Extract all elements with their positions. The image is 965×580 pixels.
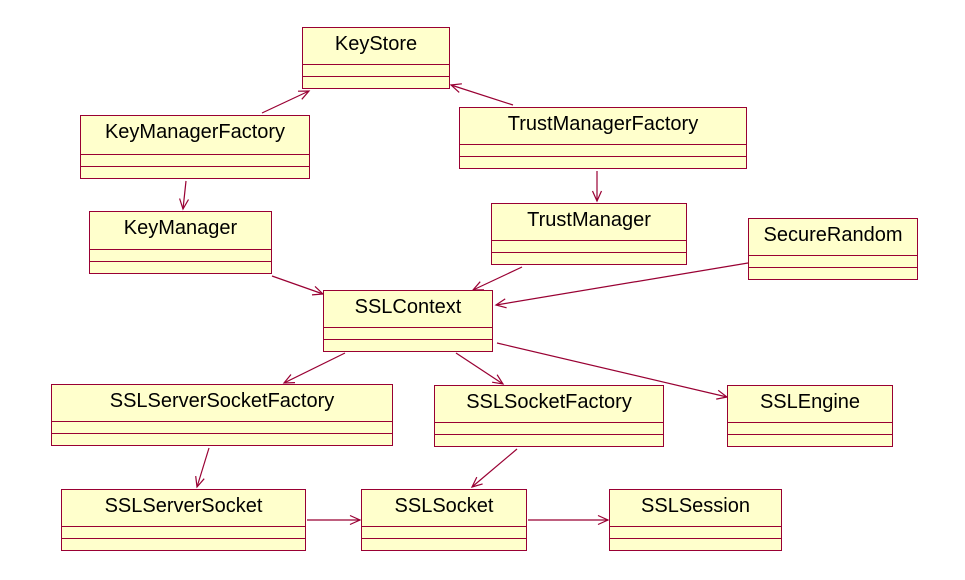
arrowhead-icon — [179, 198, 190, 211]
association-line — [450, 84, 514, 106]
class-sslsocket: SSLSocket — [361, 489, 527, 551]
class-name: SSLServerSocket — [104, 495, 263, 517]
operations-compartment — [90, 261, 271, 273]
association-line — [471, 448, 518, 488]
class-name: SSLSocketFactory — [466, 391, 632, 413]
arrowhead-icon — [297, 90, 311, 100]
operations-compartment — [492, 252, 686, 264]
attributes-compartment — [81, 154, 309, 166]
association-line — [271, 275, 324, 295]
operations-compartment — [749, 267, 917, 279]
operations-compartment — [52, 433, 392, 445]
attributes-compartment — [324, 327, 492, 339]
attributes-compartment — [62, 526, 305, 538]
operations-compartment — [435, 434, 663, 446]
class-name: TrustManagerFactory — [507, 113, 699, 135]
attributes-compartment — [90, 249, 271, 261]
association-sslcontext-to-sslserversocketfactory — [282, 352, 346, 384]
class-keymanagerfactory: KeyManagerFactory — [80, 115, 310, 179]
arrowhead-icon — [349, 514, 362, 526]
association-line — [182, 180, 187, 210]
operations-compartment — [81, 166, 309, 178]
association-line — [196, 447, 210, 488]
attributes-compartment — [303, 64, 449, 76]
attributes-compartment — [362, 526, 526, 538]
association-keymanagerfactory-to-keystore — [261, 90, 311, 114]
operations-compartment — [728, 434, 892, 446]
operations-compartment — [610, 538, 781, 550]
arrowhead-icon — [470, 476, 483, 488]
association-line — [495, 262, 749, 306]
class-name: SSLContext — [354, 296, 462, 318]
class-keystore: KeyStore — [302, 27, 450, 89]
association-securerandom-to-sslcontext — [494, 262, 749, 309]
arrowhead-icon — [449, 83, 462, 93]
operations-compartment — [62, 538, 305, 550]
association-line — [455, 352, 504, 385]
class-sslserversocketfactory: SSLServerSocketFactory — [51, 384, 393, 446]
operations-compartment — [324, 339, 492, 351]
class-keymanager: KeyManager — [89, 211, 272, 274]
operations-compartment — [460, 156, 746, 168]
class-sslsocketfactory: SSLSocketFactory — [434, 385, 664, 447]
class-name: KeyManager — [123, 217, 238, 239]
attributes-compartment — [749, 255, 917, 267]
attributes-compartment — [435, 422, 663, 434]
association-line — [496, 342, 728, 398]
class-name: KeyStore — [334, 33, 418, 55]
association-trustmanagerfactory-to-keystore — [449, 83, 514, 106]
association-keymanager-to-sslcontext — [271, 275, 325, 296]
association-line — [261, 90, 310, 114]
class-name: SSLSession — [641, 495, 750, 517]
arrowhead-icon — [494, 298, 507, 309]
class-name: SSLServerSocketFactory — [109, 390, 335, 412]
class-securerandom: SecureRandom — [748, 218, 918, 280]
class-name: TrustManager — [527, 209, 651, 231]
association-trustmanagerfactory-to-trustmanager — [591, 171, 603, 203]
attributes-compartment — [728, 422, 892, 434]
operations-compartment — [362, 538, 526, 550]
class-sslserversocket: SSLServerSocket — [61, 489, 306, 551]
arrowhead-icon — [195, 476, 205, 489]
association-keymanagerfactory-to-keymanager — [179, 180, 190, 211]
association-sslserversocketfactory-to-sslserversocket — [195, 447, 210, 489]
attributes-compartment — [610, 526, 781, 538]
association-sslcontext-to-sslsocketfactory — [455, 352, 505, 385]
operations-compartment — [303, 76, 449, 88]
class-name: SSLEngine — [759, 391, 861, 413]
arrowhead-icon — [492, 374, 505, 385]
class-trustmanagerfactory: TrustManagerFactory — [459, 107, 747, 169]
association-sslserversocket-to-sslsocket — [307, 514, 362, 526]
class-sslsession: SSLSession — [609, 489, 782, 551]
association-line — [283, 352, 346, 384]
attributes-compartment — [460, 144, 746, 156]
arrowhead-icon — [597, 514, 610, 526]
association-sslsocket-to-sslsession — [528, 514, 610, 526]
association-line — [472, 266, 523, 291]
class-name: SSLSocket — [394, 495, 494, 517]
attributes-compartment — [52, 421, 392, 433]
class-sslengine: SSLEngine — [727, 385, 893, 447]
association-trustmanager-to-sslcontext — [471, 266, 523, 291]
arrowhead-icon — [591, 190, 603, 203]
class-name: KeyManagerFactory — [104, 121, 286, 143]
association-sslsocketfactory-to-sslsocket — [470, 448, 518, 488]
arrowhead-icon — [282, 374, 296, 384]
class-trustmanager: TrustManager — [491, 203, 687, 265]
class-sslcontext: SSLContext — [323, 290, 493, 352]
class-name: SecureRandom — [763, 224, 903, 246]
attributes-compartment — [492, 240, 686, 252]
